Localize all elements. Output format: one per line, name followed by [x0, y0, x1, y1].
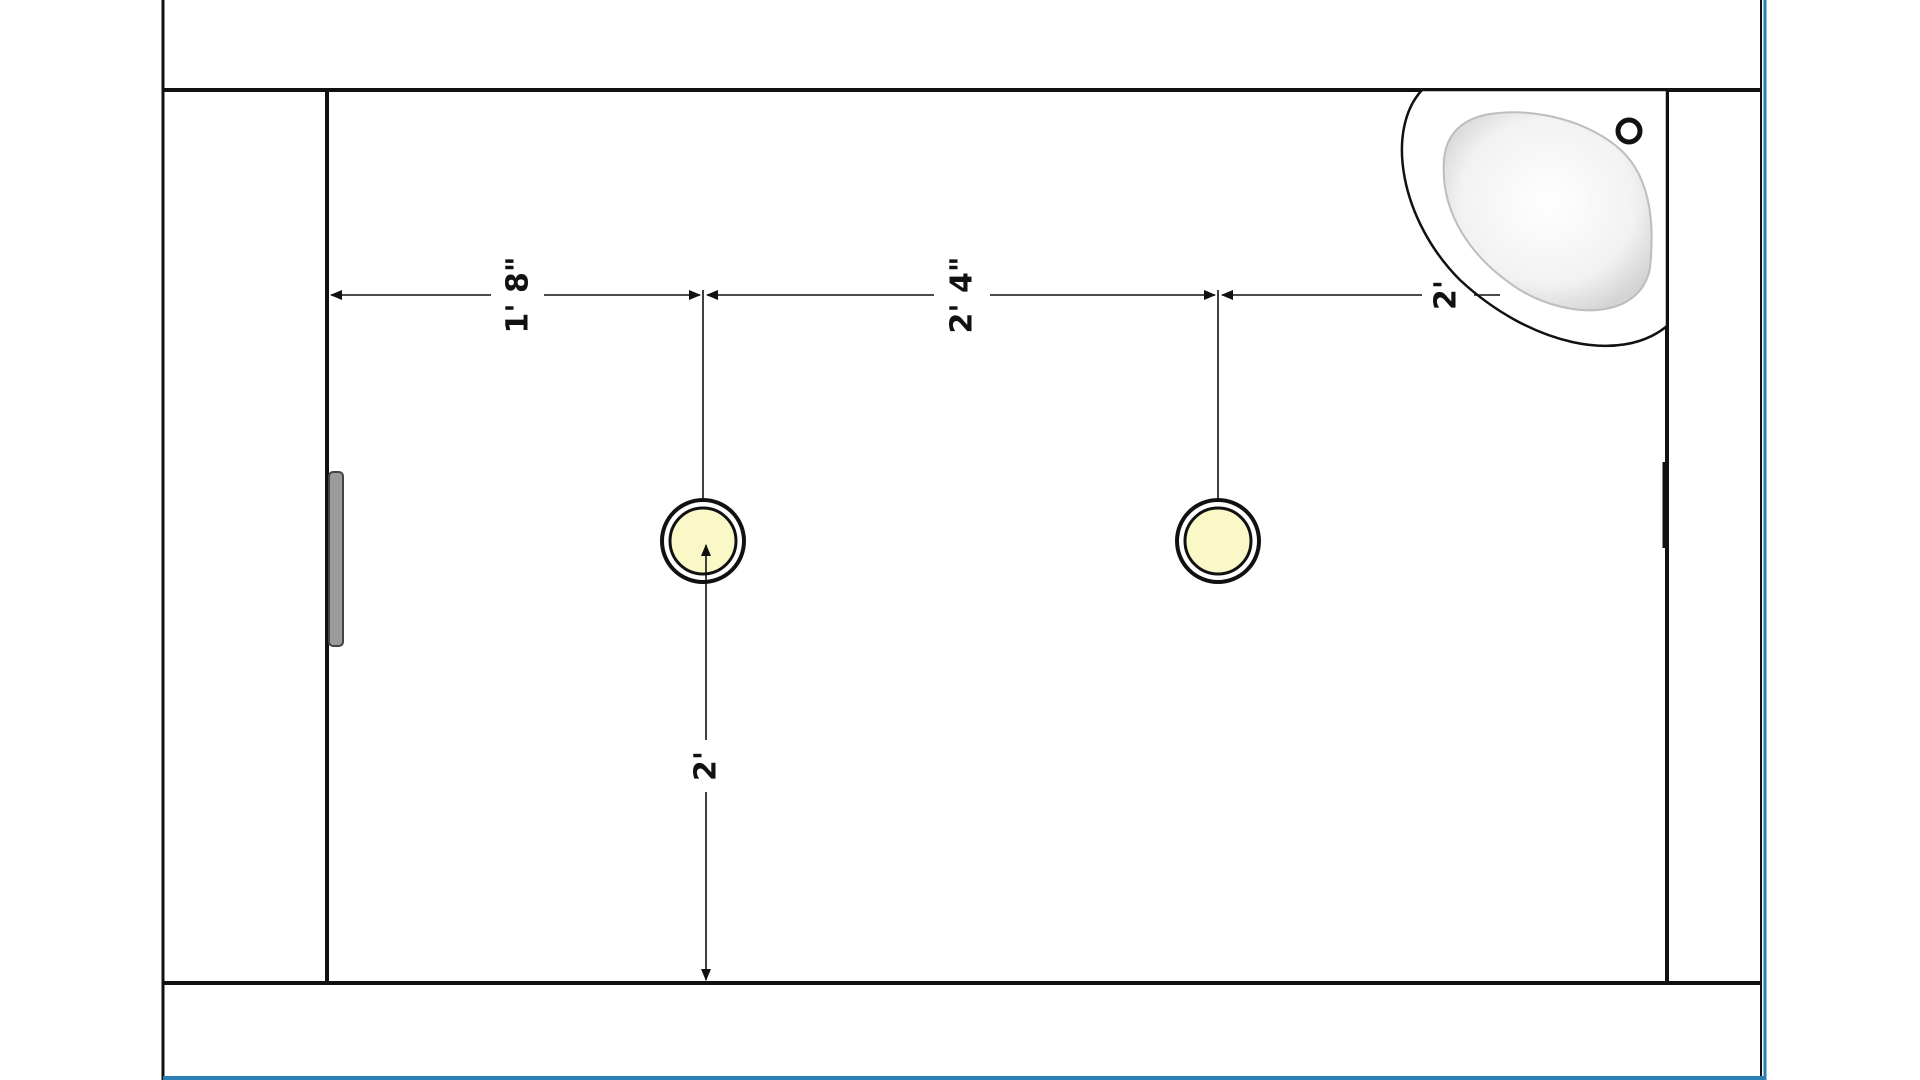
dim-label-2ft: 2' — [1429, 280, 1464, 310]
ceiling-light-1 — [660, 498, 746, 584]
outer-frame — [161, 0, 1767, 1080]
dimension-light-1-to-bottom-wall: 2' — [689, 544, 724, 981]
dim-label-2ft-4in: 2' 4" — [945, 256, 980, 333]
ceiling-light-2 — [1175, 498, 1261, 584]
dim-label-1ft-8in: 1' 8" — [501, 256, 536, 333]
dimension-light-1-to-light-2: 2' 4" — [706, 256, 1216, 334]
faucet-icon — [1615, 117, 1643, 145]
dimension-left-wall-to-light-1: 1' 8" — [330, 256, 701, 334]
dimension-light-2-to-sink: 2' — [1221, 280, 1500, 310]
dim-label-2ft-vertical: 2' — [689, 751, 724, 781]
sink-basin — [1442, 111, 1653, 312]
corner-sink — [1400, 88, 1669, 347]
door-handle — [328, 471, 344, 647]
